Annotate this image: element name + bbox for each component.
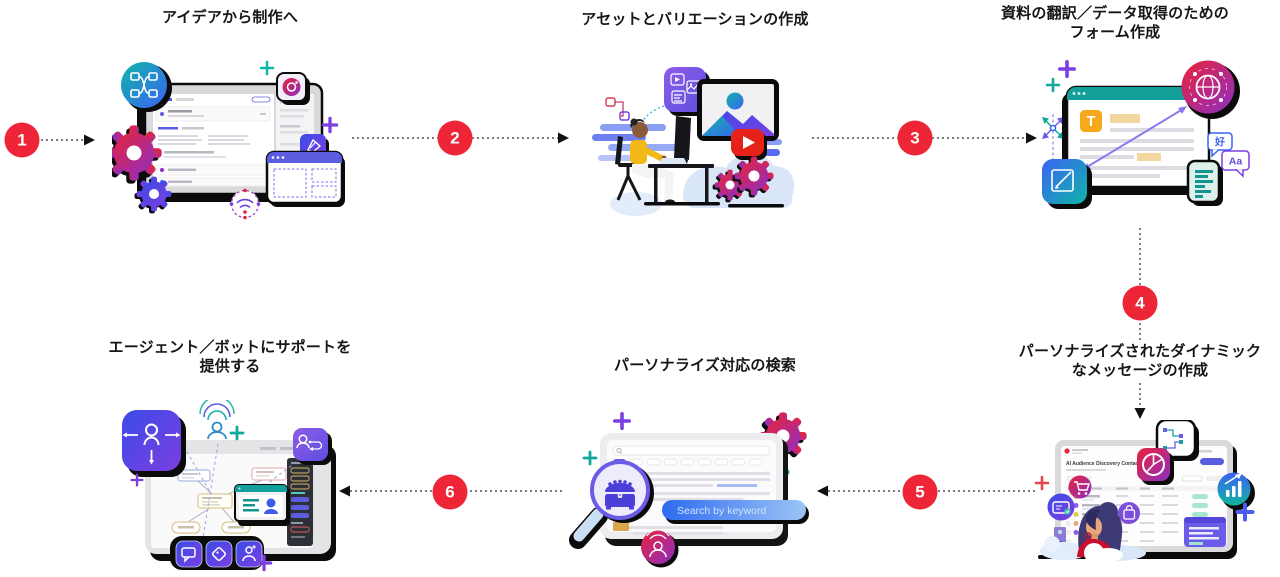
- plus-accent: [259, 60, 275, 76]
- gear-icon: [732, 156, 774, 198]
- step-number: 2: [450, 128, 460, 147]
- illustration-agent-bot-support: [122, 400, 336, 572]
- bottom-icon-tray: [170, 536, 264, 570]
- step-label-6: エージェント／ボットにサポートを 提供する: [108, 339, 352, 375]
- step-label-3: 資料の翻訳／データ取得のための フォーム作成: [1000, 5, 1229, 41]
- latin-bubble-text: Aa: [1229, 156, 1243, 168]
- dashed-connectors: [177, 435, 297, 539]
- gear-icon: [712, 169, 746, 203]
- app-badge-icon: [276, 72, 310, 105]
- form-window: T: [1062, 85, 1211, 195]
- table-title: AI Audience Discovery Contacts: [1066, 461, 1143, 467]
- dotted-connector: [641, 105, 665, 123]
- bot-flow-icon: [293, 428, 332, 465]
- step-number: 3: [910, 128, 920, 147]
- illustration-translation-forms: T 好 Aa: [1042, 59, 1250, 209]
- dark-sidebar: [287, 458, 313, 546]
- workflow-node-icon: [121, 62, 172, 112]
- woman-figure: [1077, 502, 1123, 563]
- plus-accent: [1058, 59, 1076, 78]
- plus-accent: [1034, 475, 1050, 491]
- illustration-personalized-messages: AI Audience Discovery Contacts: [1034, 420, 1255, 563]
- illustration-personalized-search: Search by keyword: [569, 411, 809, 568]
- cart-icon: [1068, 475, 1092, 499]
- text-tool-glyph: T: [1086, 113, 1095, 130]
- step-label-1: アイデアから制作へ: [161, 9, 299, 26]
- step-number: 5: [915, 482, 925, 501]
- step-badge-5: 5: [902, 474, 938, 510]
- search-keyword-pill: Search by keyword: [662, 500, 809, 524]
- illustration-assets-and-variations: [592, 67, 795, 216]
- step-number: 6: [445, 482, 455, 501]
- step-badge-2: 2: [437, 120, 473, 156]
- cloud-shape: [610, 192, 662, 216]
- magnifier-treasure-icon: [569, 460, 654, 549]
- gear-icon: [112, 125, 162, 184]
- plus-accent: [229, 425, 245, 441]
- plus-accent: [582, 450, 598, 466]
- globe-translation-icon: [1181, 60, 1240, 119]
- translation-bubbles: 好 Aa: [1207, 132, 1250, 178]
- image-placeholder: [697, 79, 779, 141]
- gear-icon: [134, 176, 172, 214]
- plus-accent: [321, 116, 339, 134]
- step-badge-1: 1: [4, 122, 40, 158]
- search-pill-text: Search by keyword: [677, 505, 766, 517]
- broadcast-person-icon: [199, 400, 235, 440]
- document-icon: [1186, 159, 1223, 206]
- step-number: 4: [1135, 293, 1145, 312]
- move-arrows-icon: [1042, 117, 1064, 139]
- shopping-bag-icon: [1118, 502, 1140, 524]
- flow-mini-icon: [605, 97, 630, 121]
- person-broadcast-icon: [641, 529, 679, 568]
- text-tool-icon: [1080, 110, 1102, 132]
- wireframe-window: [265, 150, 345, 207]
- contact-card: [234, 484, 290, 526]
- agent-routing-icon: [122, 410, 186, 477]
- ground-line: [644, 202, 720, 206]
- step-badge-4: 4: [1122, 285, 1158, 321]
- step-label-2: アセットとバリエーションの作成: [581, 11, 809, 28]
- bar-chart-icon: [1217, 472, 1255, 510]
- step-badge-6: 6: [432, 474, 468, 510]
- youtube-icon: [731, 129, 767, 160]
- wifi-badge-icon: [229, 188, 261, 220]
- plus-accent: [612, 411, 632, 431]
- plus-accent: [1045, 77, 1061, 93]
- step-badge-3: 3: [897, 120, 933, 156]
- step-label-5: パーソナライズ対応の検索: [614, 357, 796, 374]
- step-label-4: パーソナライズされたダイナミック なメッセージの作成: [980, 342, 1280, 380]
- cjk-bubble-text: 好: [1214, 136, 1225, 149]
- ground-line: [728, 204, 784, 208]
- chat-panel: [1184, 517, 1226, 547]
- pie-chart-icon: [1137, 448, 1174, 485]
- card-check-icon: [1047, 493, 1075, 521]
- step-number: 1: [17, 130, 27, 149]
- illustration-idea-to-production: [112, 60, 345, 220]
- circuit-icon: [1155, 420, 1199, 461]
- person-at-desk: [615, 116, 714, 205]
- edit-pencil-icon: [1042, 159, 1092, 209]
